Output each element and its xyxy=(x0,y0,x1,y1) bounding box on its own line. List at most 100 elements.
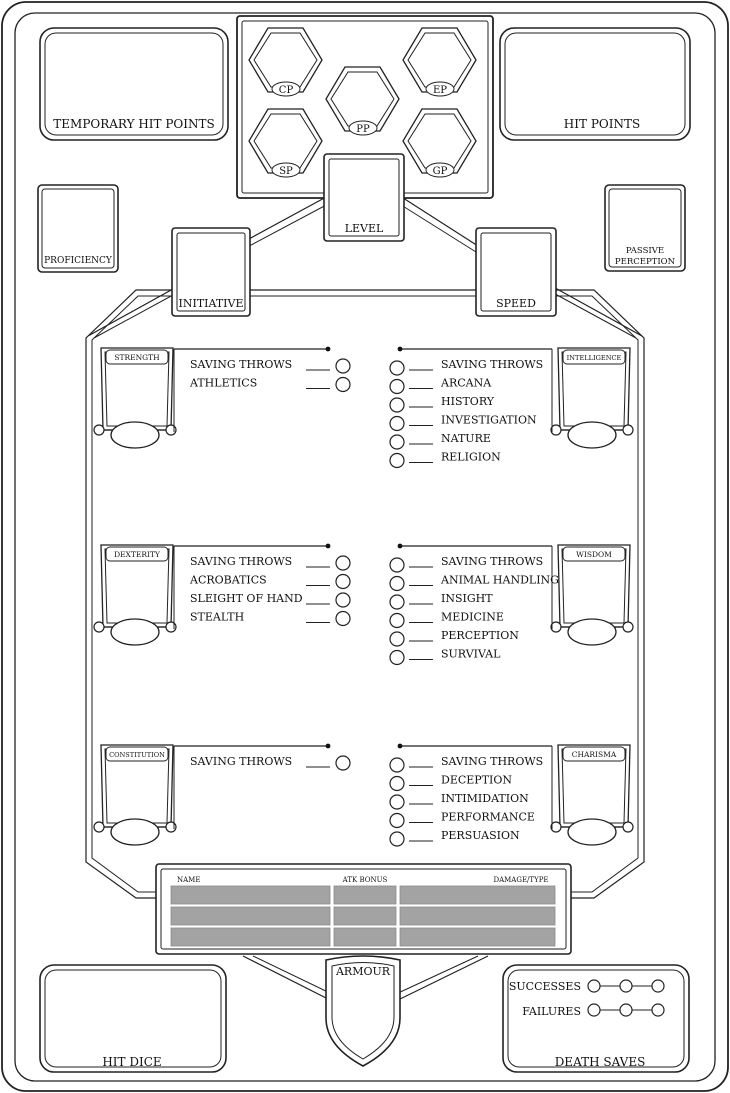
skill-label: SAVING THROWS xyxy=(190,358,292,371)
hit-dice-box[interactable]: HIT DICE xyxy=(39,964,227,1073)
ability-modifier[interactable] xyxy=(110,618,160,646)
skill-row[interactable]: INVESTIGATION xyxy=(389,414,537,432)
bar-end-cap xyxy=(622,621,634,633)
header-dot xyxy=(397,543,403,549)
skill-row[interactable]: SAVING THROWS xyxy=(190,358,351,374)
skill-row[interactable]: PERFORMANCE xyxy=(389,811,535,829)
coin-gp-label: GP xyxy=(433,166,448,177)
skill-row[interactable]: INTIMIDATION xyxy=(389,792,529,810)
coin-gp[interactable]: GP xyxy=(402,108,477,178)
success-checkbox[interactable] xyxy=(651,979,665,993)
ability-score[interactable] xyxy=(117,370,157,410)
proficiency-checkbox[interactable] xyxy=(335,376,351,393)
armour-connectors xyxy=(242,955,489,1001)
proficiency-checkbox[interactable] xyxy=(335,592,351,608)
skill-row[interactable]: SAVING THROWS xyxy=(389,755,543,773)
proficiency-checkbox[interactable] xyxy=(389,757,405,773)
skill-row[interactable]: SAVING THROWS xyxy=(190,555,351,571)
skill-row[interactable]: INSIGHT xyxy=(389,592,493,610)
skill-label: PERSUASION xyxy=(441,829,520,842)
skill-row[interactable]: PERSUASION xyxy=(389,829,520,847)
proficiency-checkbox[interactable] xyxy=(389,434,405,450)
header-dot xyxy=(325,743,331,749)
coin-cp-label: CP xyxy=(279,85,294,96)
hit-points-box[interactable]: HIT POINTS xyxy=(499,27,691,141)
header-dot xyxy=(325,346,331,352)
armour-label: ARMOUR xyxy=(335,965,391,978)
ability-score[interactable] xyxy=(574,767,614,807)
attack-row[interactable] xyxy=(170,885,556,905)
skill-row[interactable]: STEALTH xyxy=(190,610,351,627)
proficiency-box[interactable]: PROFICIENCY xyxy=(37,184,119,273)
proficiency-checkbox[interactable] xyxy=(335,755,351,771)
skill-row[interactable]: ARCANA xyxy=(389,377,492,395)
armour-shield[interactable]: ARMOUR xyxy=(325,955,401,1067)
ability-charisma: CHARISMA SAVING THROWSDECEPTIONINTIMIDATI… xyxy=(389,743,634,847)
ability-score[interactable] xyxy=(117,567,157,607)
central-octagon xyxy=(85,289,645,899)
proficiency-checkbox[interactable] xyxy=(389,649,405,666)
level-box[interactable]: LEVEL xyxy=(323,153,405,242)
proficiency-checkbox[interactable] xyxy=(389,812,405,829)
proficiency-checkbox[interactable] xyxy=(389,631,405,647)
proficiency-checkbox[interactable] xyxy=(335,610,351,627)
proficiency-checkbox[interactable] xyxy=(389,360,405,376)
failure-checkbox[interactable] xyxy=(619,1003,633,1017)
skill-row[interactable]: MEDICINE xyxy=(389,611,504,629)
successes-label: SUCCESSES xyxy=(509,980,581,993)
proficiency-checkbox[interactable] xyxy=(389,557,405,573)
attack-row[interactable] xyxy=(170,927,556,947)
ability-score[interactable] xyxy=(117,767,157,807)
proficiency-checkbox[interactable] xyxy=(335,358,351,374)
ability-modifier[interactable] xyxy=(567,421,617,449)
ability-modifier[interactable] xyxy=(110,421,160,449)
attack-row[interactable] xyxy=(170,906,556,926)
skill-row[interactable]: ANIMAL HANDLING xyxy=(389,574,559,592)
proficiency-checkbox[interactable] xyxy=(335,573,351,590)
coin-pp[interactable]: PP xyxy=(325,66,400,136)
temporary-hit-points-box[interactable]: TEMPORARY HIT POINTS xyxy=(39,27,229,141)
skill-row[interactable]: SURVIVAL xyxy=(389,648,501,666)
proficiency-label: PROFICIENCY xyxy=(44,256,113,266)
proficiency-checkbox[interactable] xyxy=(389,594,405,610)
skill-row[interactable]: RELIGION xyxy=(389,451,501,469)
coin-sp[interactable]: SP xyxy=(248,108,323,178)
coin-cp[interactable]: CP xyxy=(248,27,323,97)
skill-row[interactable]: NATURE xyxy=(389,432,491,450)
skill-row[interactable]: ATHLETICS xyxy=(189,376,351,393)
success-checkbox[interactable] xyxy=(619,979,633,993)
skill-row[interactable]: SAVING THROWS xyxy=(389,358,543,376)
skill-row[interactable]: ACROBATICS xyxy=(189,573,351,590)
initiative-box[interactable]: INITIATIVE xyxy=(171,227,251,317)
proficiency-checkbox[interactable] xyxy=(389,378,405,395)
proficiency-checkbox[interactable] xyxy=(389,452,405,469)
ability-modifier[interactable] xyxy=(567,618,617,646)
proficiency-checkbox[interactable] xyxy=(389,612,405,629)
skill-row[interactable]: HISTORY xyxy=(389,395,495,413)
proficiency-checkbox[interactable] xyxy=(389,415,405,432)
ability-modifier[interactable] xyxy=(110,818,160,846)
passive-perception-box[interactable]: PASSIVE PERCEPTION xyxy=(604,184,686,272)
ability-score[interactable] xyxy=(574,567,614,607)
proficiency-checkbox[interactable] xyxy=(389,575,405,592)
failure-checkbox[interactable] xyxy=(587,1003,601,1017)
success-checkbox[interactable] xyxy=(587,979,601,993)
skill-label: SURVIVAL xyxy=(441,648,501,661)
coin-ep[interactable]: EP xyxy=(402,27,477,97)
ability-score[interactable] xyxy=(574,370,614,410)
skill-row[interactable]: SLEIGHT OF HAND xyxy=(190,592,351,608)
proficiency-checkbox[interactable] xyxy=(335,555,351,571)
speed-box[interactable]: SPEED xyxy=(475,227,557,317)
proficiency-checkbox[interactable] xyxy=(389,831,405,847)
attack-damage-header: DAMAGE/TYPE xyxy=(493,876,548,884)
skill-row[interactable]: SAVING THROWS xyxy=(190,755,351,771)
ability-modifier[interactable] xyxy=(567,818,617,846)
skill-row[interactable]: SAVING THROWS xyxy=(389,555,543,573)
proficiency-checkbox[interactable] xyxy=(389,775,405,792)
failure-checkbox[interactable] xyxy=(651,1003,665,1017)
skill-row[interactable]: DECEPTION xyxy=(389,774,512,792)
proficiency-checkbox[interactable] xyxy=(389,397,405,413)
ability-name: CHARISMA xyxy=(572,750,617,759)
skill-row[interactable]: PERCEPTION xyxy=(389,629,519,647)
proficiency-checkbox[interactable] xyxy=(389,794,405,810)
